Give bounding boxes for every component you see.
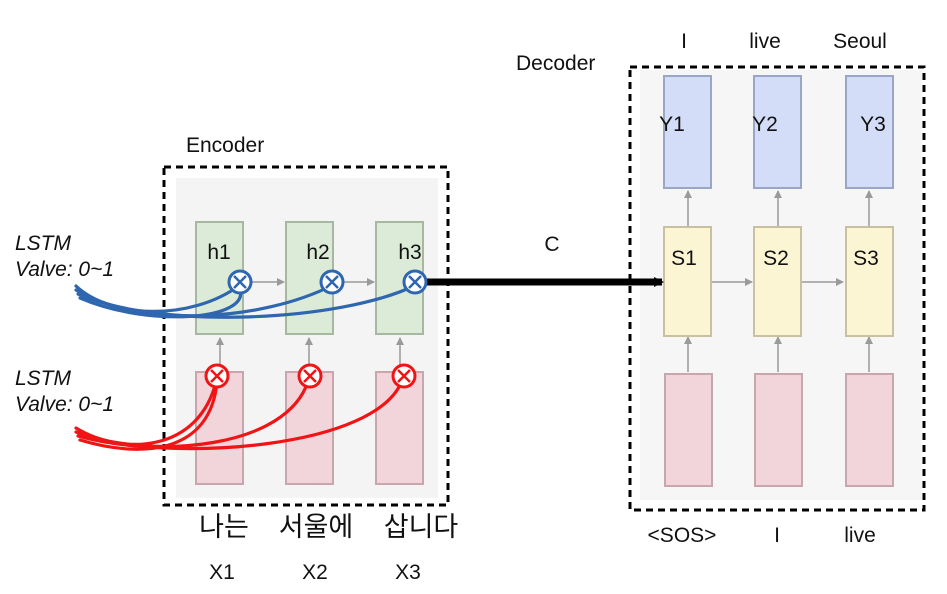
output-label-y3: Y3 [860,113,886,136]
encoder-title: Encoder [186,134,264,157]
decoder-input-word-2: I [774,524,780,547]
red-gate-3 [391,363,417,389]
state-label-s1: S1 [671,247,697,270]
decoder-state-box-2 [753,226,802,337]
red-gate-2 [297,363,323,389]
hidden-label-h1: h1 [207,241,230,264]
decoder-dashed-box [628,65,926,512]
red-valve-curves [74,376,405,451]
input-word-3: 삽니다 [384,512,459,543]
encoder-input-box-2 [285,371,334,485]
decoder-title: Decoder [516,52,595,75]
state-label-s3: S3 [853,247,879,270]
hidden-label-h3: h3 [398,241,421,264]
output-word-3: Seoul [833,30,887,53]
output-word-1: I [681,30,687,53]
output-label-y2: Y2 [752,113,778,136]
state-label-s2: S2 [763,247,789,270]
encoder-dashed-box [162,165,450,507]
decoder-output-box-1 [663,75,712,189]
decoder-input-box-3 [845,373,894,487]
red-gate-1 [204,363,230,389]
input-word-1: 나는 [199,512,249,543]
encoder-input-box-3 [375,371,424,485]
encoder-input-box-1 [195,371,244,485]
blue-gate-2 [319,269,345,295]
output-word-2: live [749,30,781,53]
red-valve-label-line2: Valve: 0~1 [15,393,114,416]
input-id-x2: X2 [302,561,328,584]
input-id-x1: X1 [209,561,235,584]
decoder-input-box-1 [664,373,713,487]
hidden-label-h2: h2 [306,241,329,264]
decoder-state-box-3 [845,226,894,337]
blue-valve-curves [74,283,418,319]
blue-valve-label-line1: LSTM [15,232,72,255]
red-valve-label-line1: LSTM [15,367,72,390]
output-label-y1: Y1 [659,113,685,136]
blue-gate-3 [402,269,428,295]
input-id-x3: X3 [395,561,421,584]
context-label: C [544,233,559,256]
decoder-input-word-3: live [844,524,876,547]
blue-valve-label-line2: Valve: 0~1 [15,258,114,281]
input-word-2: 서울에 [279,512,354,543]
decoder-output-box-3 [845,75,894,189]
decoder-connectors [684,190,873,372]
decoder-output-box-2 [753,75,802,189]
blue-gate-1 [227,269,253,295]
decoder-input-word-1: <SOS> [648,524,717,547]
decoder-state-box-1 [663,226,712,337]
decoder-input-box-2 [754,373,803,487]
